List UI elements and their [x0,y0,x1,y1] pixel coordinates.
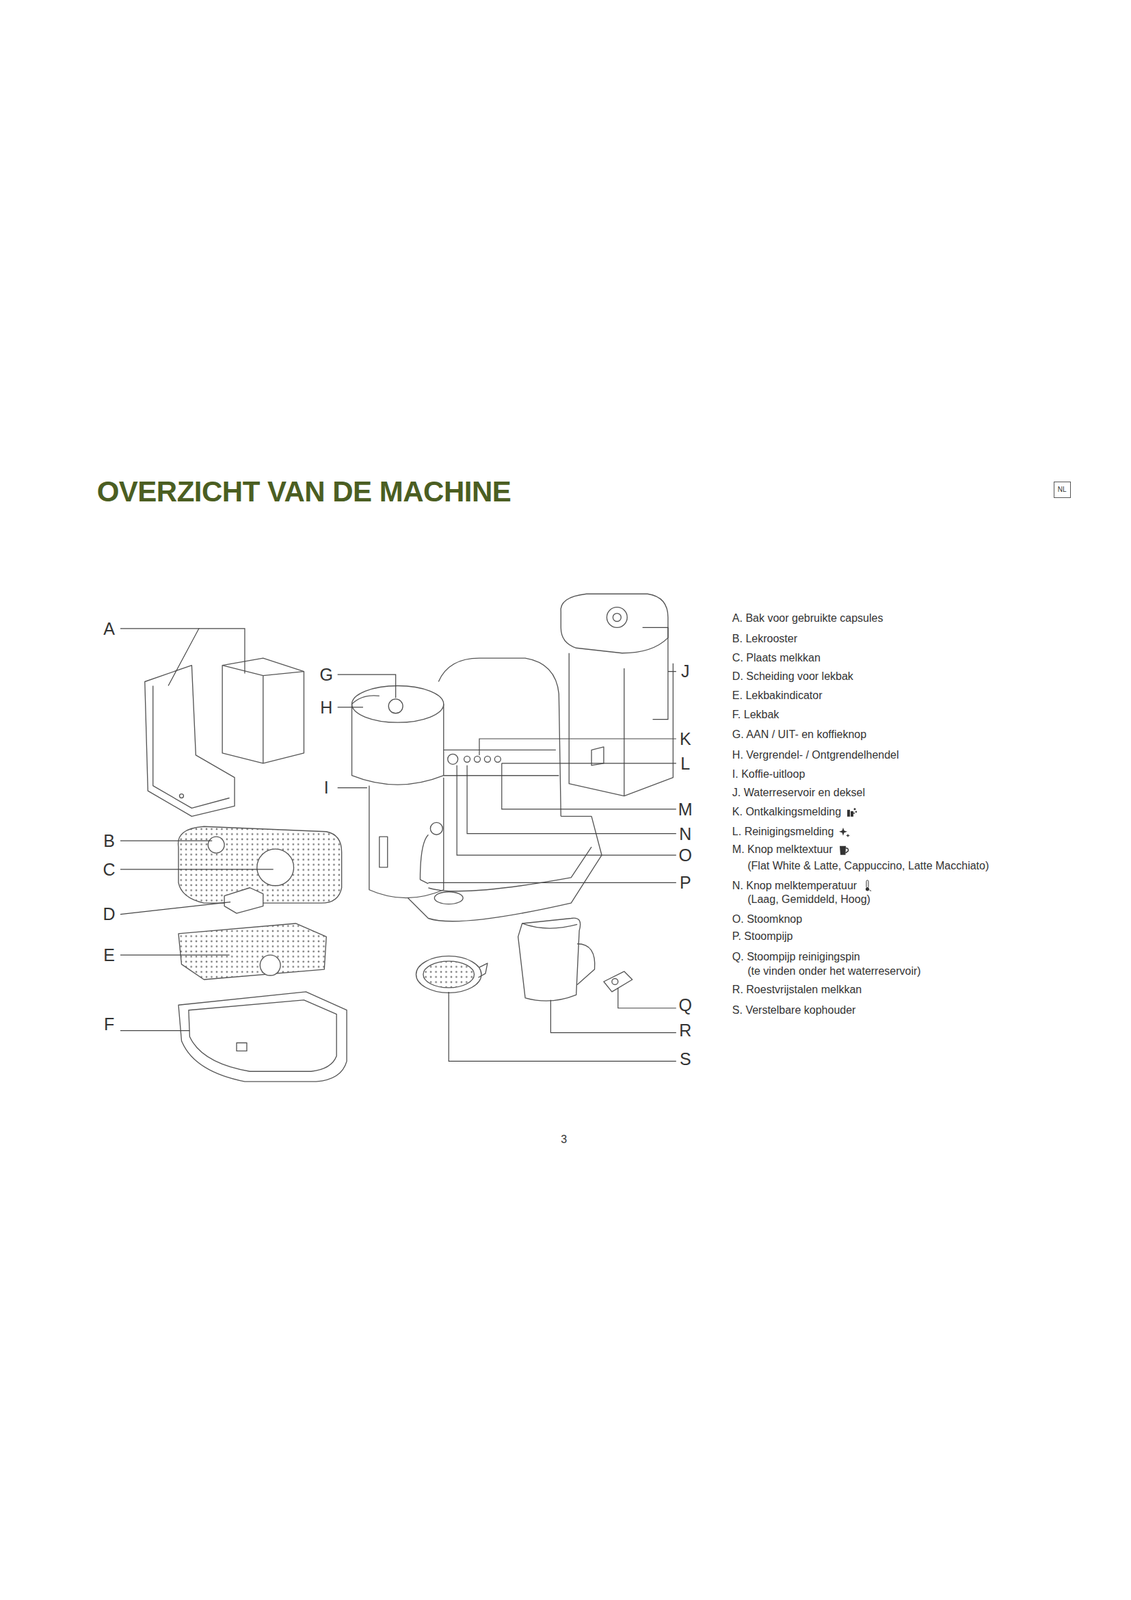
legend-line: G. AAN / UIT- en koffieknop [732,728,867,741]
part-description: O. Stoomknop [732,912,803,926]
legend-line: D. Scheiding voor lekbak [732,670,854,683]
jug-icon [838,843,850,856]
legend-line: S. Verstelbare kophouder [732,1003,857,1016]
part-description: G. AAN / UIT- en koffieknop [732,728,867,741]
part-description: D. Scheiding voor lekbak [732,670,854,683]
callout-letter: S [679,1050,692,1068]
callout-letter: I [324,778,329,796]
part-description: J. Waterreservoir en deksel [732,786,866,799]
part-description: E. Lekbakindicator [732,689,823,702]
thermo-icon [862,879,874,892]
part-description: K. Ontkalkingsmelding [732,805,842,818]
legend-line: N. Knop melktemperatuur [732,878,874,891]
legend-line: C. Plaats melkkan [732,651,821,664]
legend-line: Q. Stoompijp reinigingspin [732,950,861,963]
legend-line: L. Reinigingsmelding [732,824,851,837]
callout-letter: E [103,945,115,963]
language-tag: NL [1053,481,1071,498]
callout-letter: A [103,619,115,637]
callout-letter: K [679,729,692,747]
callout-letter: R [679,1021,692,1039]
callout-letter: J [681,662,690,680]
callout-letter: F [103,1015,115,1033]
part-description: B. Lekrooster [732,631,798,645]
callout-letter: L [680,754,690,772]
legend-line: M. Knop melktextuur [732,843,850,856]
legend-line: K. Ontkalkingsmelding [732,805,858,818]
part-description: A. Bak voor gebruikte capsules [732,611,884,625]
callout-letter: G [320,665,334,683]
clean-icon [839,825,850,838]
callout-letter: B [103,831,115,849]
part-description: Q. Stoompijp reinigingspin [732,950,861,963]
legend-line: P. Stoompijp [732,929,794,943]
callout-letter: D [103,905,116,923]
legend-line: E. Lekbakindicator [732,689,823,702]
callout-letter: P [679,873,692,891]
part-description: P. Stoompijp [732,929,794,943]
legend-line: R. Roestvrijstalen melkkan [732,982,862,995]
legend-line: B. Lekrooster [732,631,798,645]
legend-line: F. Lekbak [732,708,779,721]
legend-line: (te vinden onder het waterreservoir) [747,964,921,978]
part-description: S. Verstelbare kophouder [732,1003,857,1016]
part-description: F. Lekbak [732,708,779,721]
descale-icon [846,805,858,818]
part-description: (Laag, Gemiddeld, Hoog) [747,893,871,906]
legend-line: J. Waterreservoir en deksel [732,786,866,799]
node-text: NL [1057,485,1067,494]
part-description: (Flat White & Latte, Cappuccino, Latte M… [747,859,989,872]
callout-letter: O [679,845,693,863]
part-description: (te vinden onder het waterreservoir) [747,964,921,978]
part-description: H. Vergrendel- / Ontgrendelhendel [732,748,900,761]
part-description: N. Knop melktemperatuur [732,878,857,891]
page-title: OVERZICHT VAN DE MACHINE [97,475,512,509]
callout-letter: C [103,860,116,878]
legend-line: I. Koffie-uitloop [732,767,805,781]
part-description: L. Reinigingsmelding [732,824,835,837]
legend-line: H. Vergrendel- / Ontgrendelhendel [732,748,900,761]
callout-letter: M [678,800,693,818]
legend-line: O. Stoomknop [732,912,803,926]
part-description: C. Plaats melkkan [732,651,821,664]
part-description: R. Roestvrijstalen melkkan [732,982,862,995]
legend-line: (Laag, Gemiddeld, Hoog) [747,893,871,906]
callout-letter: H [320,698,333,716]
callout-letter: N [679,824,692,842]
legend-line: (Flat White & Latte, Cappuccino, Latte M… [747,859,989,872]
legend-line: A. Bak voor gebruikte capsules [732,611,884,625]
page-number: 3 [560,1133,567,1146]
callout-letter: Q [679,996,693,1014]
part-description: M. Knop melktextuur [732,843,833,856]
part-description: I. Koffie-uitloop [732,767,805,781]
